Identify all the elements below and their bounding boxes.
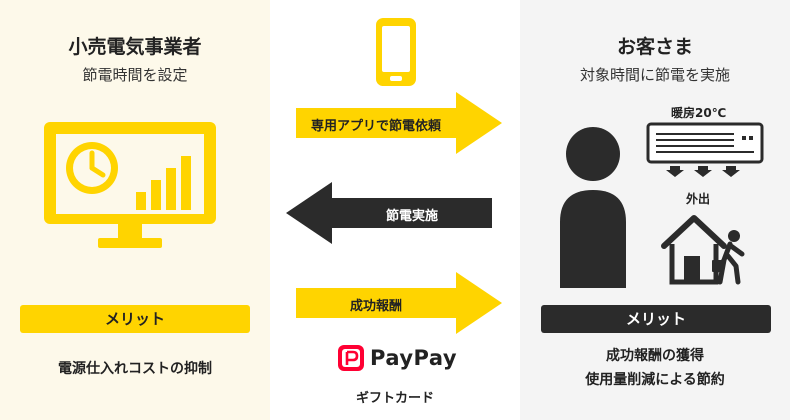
smartphone-icon xyxy=(376,18,416,86)
customer-title: お客さま xyxy=(616,36,693,58)
flow-panel: 専用アプリで節電依頼 節電実施 成功報酬 PayPay ギフトカード xyxy=(270,0,520,420)
reward-arrow xyxy=(296,272,502,334)
monitor-chart-icon xyxy=(44,122,216,248)
air-conditioner-icon xyxy=(646,122,764,177)
request-arrow xyxy=(296,92,502,154)
customer-panel: お客さま 対象時間に節電を実施 暖房20℃ 外出 メリット 成功報酬の獲得 使用… xyxy=(520,0,790,420)
request-arrow-label: 専用アプリで節電依頼 xyxy=(310,119,441,134)
customer-benefit-line-2: 使用量削減による節約 xyxy=(585,372,725,388)
paypay-logo: PayPay xyxy=(338,345,458,371)
paypay-brand: PayPay xyxy=(370,346,458,370)
customer-merit-badge: メリット xyxy=(541,305,771,333)
retailer-benefit: 電源仕入れコストの抑制 xyxy=(58,361,212,377)
saving-arrow xyxy=(286,182,492,244)
house-going-out-icon xyxy=(661,215,745,285)
reward-arrow-label: 成功報酬 xyxy=(349,299,402,314)
retailer-title: 小売電気事業者 xyxy=(68,36,202,58)
going-out-label: 外出 xyxy=(686,192,711,206)
customer-subtitle: 対象時間に節電を実施 xyxy=(579,66,730,84)
customer-benefit-line-1: 成功報酬の獲得 xyxy=(606,348,704,364)
ac-temperature-label: 暖房20℃ xyxy=(671,106,727,120)
retailer-panel: 小売電気事業者 節電時間を設定 メリット 電源仕入れコストの抑制 xyxy=(0,0,270,420)
retailer-subtitle: 節電時間を設定 xyxy=(82,66,188,84)
gift-card-label: ギフトカード xyxy=(355,391,434,406)
person-icon xyxy=(560,127,626,288)
retailer-merit-badge: メリット xyxy=(20,305,250,333)
saving-arrow-label: 節電実施 xyxy=(385,209,438,224)
paypay-p-icon xyxy=(338,345,364,371)
